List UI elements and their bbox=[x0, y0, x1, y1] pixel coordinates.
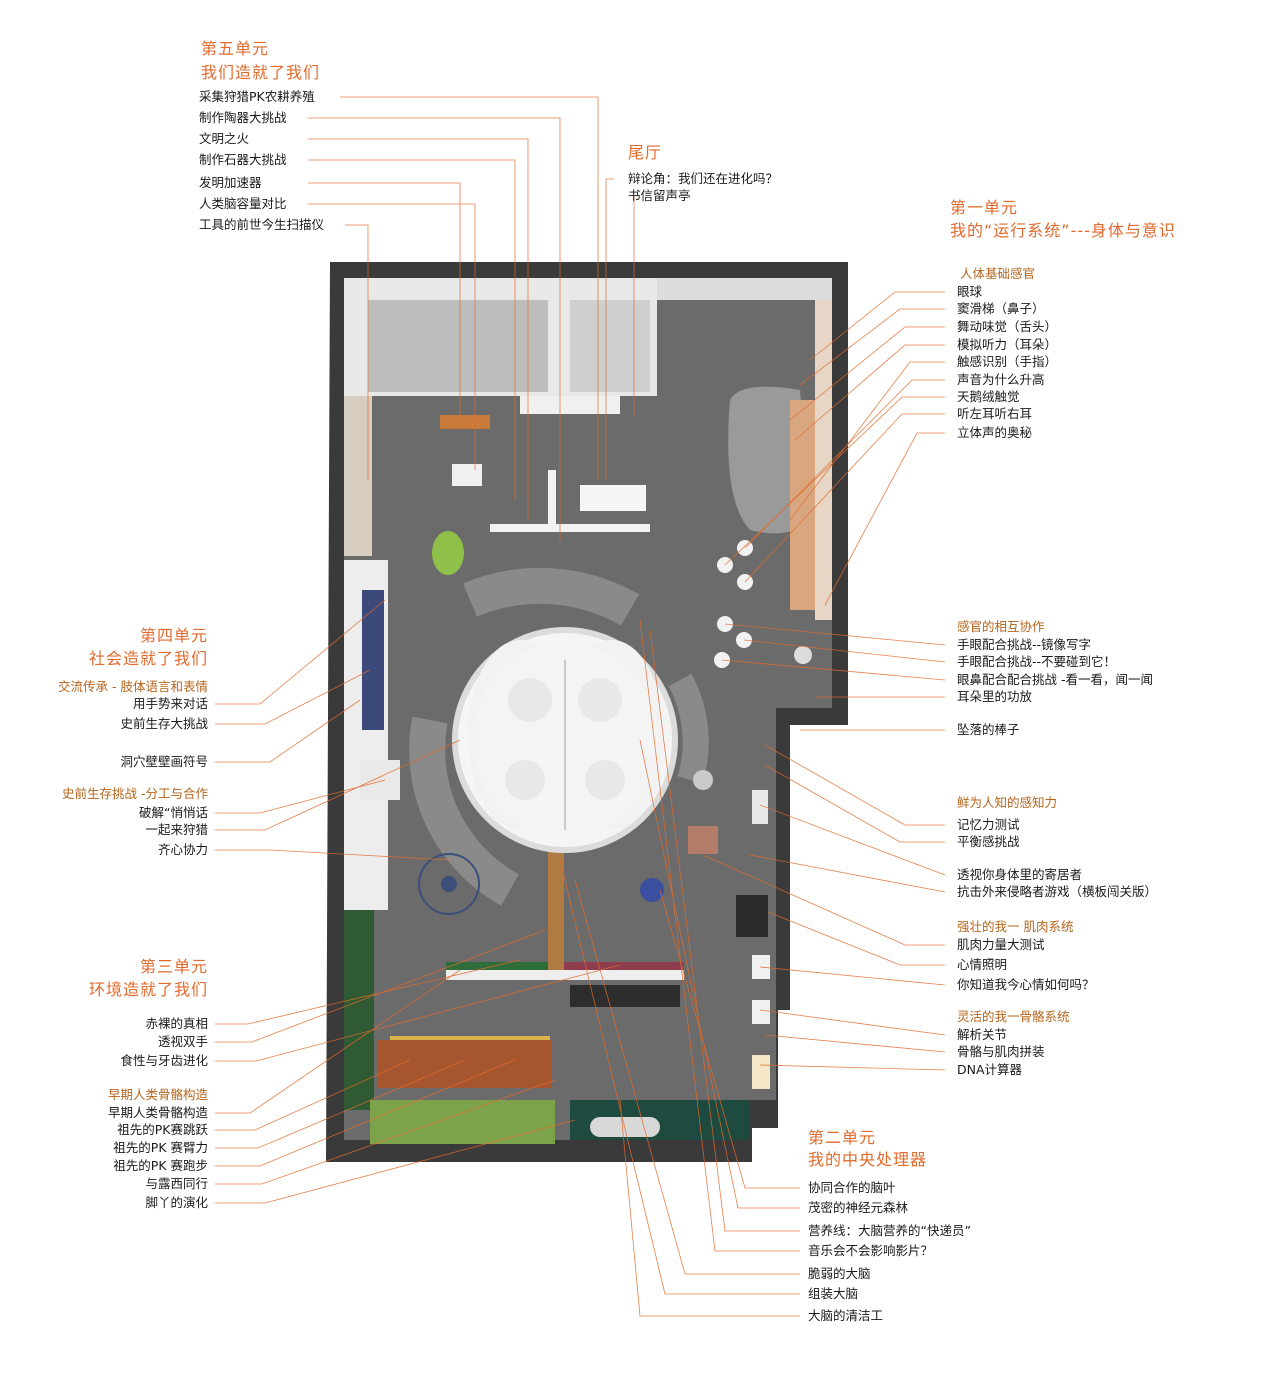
unit1-group-heading: 人体基础感官 bbox=[960, 266, 1036, 281]
unit2-title-line1: 第二单元 bbox=[808, 1128, 877, 1147]
unit1-item: 窦滑梯（鼻子） bbox=[957, 301, 1045, 316]
unit3-title-line1: 第三单元 bbox=[139, 957, 208, 976]
unit3-item: 早期人类骨骼构造 bbox=[107, 1105, 208, 1120]
unit3-item: 赤裸的真相 bbox=[145, 1016, 208, 1031]
unit2-item: 音乐会不会影响影片？ bbox=[808, 1243, 934, 1258]
unit4-item: 洞穴壁壁画符号 bbox=[120, 754, 208, 769]
unit1-item: 手眼配合挑战--不要碰到它！ bbox=[957, 654, 1117, 669]
unit1-item: 天鹅绒触觉 bbox=[957, 389, 1020, 404]
tail-hall-title: 尾厅 bbox=[628, 143, 663, 162]
unit3-item: 透视双手 bbox=[157, 1034, 208, 1049]
unit1-item: 透视你身体里的寄居者 bbox=[957, 867, 1083, 882]
unit2-item: 组装大脑 bbox=[808, 1286, 859, 1301]
unit2-item: 脆弱的大脑 bbox=[808, 1266, 871, 1281]
unit1-group-heading: 感官的相互协作 bbox=[957, 619, 1045, 634]
unit1-item: 解析关节 bbox=[957, 1027, 1008, 1042]
jungle-mural bbox=[344, 910, 374, 1110]
unit1-item: 眼球 bbox=[957, 284, 983, 299]
unit5-item: 采集狩猎PK农耕养殖 bbox=[199, 89, 315, 104]
unit1-item: 心情照明 bbox=[957, 957, 1008, 972]
unit5-title-line1: 第五单元 bbox=[201, 39, 270, 58]
unit4-title-line1: 第四单元 bbox=[139, 626, 208, 645]
tail-hall-item: 辩论角：我们还在进化吗？ bbox=[628, 171, 779, 186]
unit5-item: 工具的前世今生扫描仪 bbox=[199, 217, 325, 232]
unit4-item: 史前生存大挑战 bbox=[120, 716, 208, 731]
unit5-item: 人类脑容量对比 bbox=[199, 196, 287, 211]
unit3-item: 脚丫的演化 bbox=[145, 1195, 208, 1210]
unit1-item: 听左耳听右耳 bbox=[957, 406, 1033, 421]
unit1-title-line1: 第一单元 bbox=[950, 198, 1019, 217]
unit5-title-line2: 我们造就了我们 bbox=[201, 63, 321, 82]
unit3-item: 祖先的PK 赛臂力 bbox=[113, 1140, 208, 1155]
unit1-item: 记忆力测试 bbox=[957, 817, 1020, 832]
unit3-item: 食性与牙齿进化 bbox=[120, 1053, 208, 1068]
unit1-item: 肌肉力量大测试 bbox=[957, 937, 1045, 952]
unit3-item: 祖先的PK赛跳跃 bbox=[117, 1122, 208, 1137]
unit1-group-heading: 鲜为人知的感知力 bbox=[957, 795, 1058, 810]
unit3-item: 与露西同行 bbox=[145, 1176, 208, 1191]
unit1-item: 坠落的棒子 bbox=[957, 722, 1020, 737]
unit1-group-heading: 灵活的我一骨骼系统 bbox=[957, 1009, 1070, 1024]
unit1-item: DNA计算器 bbox=[957, 1062, 1023, 1077]
giant-brain-model bbox=[468, 640, 664, 838]
unit1-item: 眼鼻配合配合挑战 -看一看，闻一闻 bbox=[957, 672, 1153, 687]
unit1-item: 手眼配合挑战--镜像写字 bbox=[957, 637, 1092, 652]
unit1-item: 平衡感挑战 bbox=[957, 834, 1020, 849]
unit1-item: 你知道我今心情如何吗？ bbox=[957, 977, 1095, 992]
unit5-item: 文明之火 bbox=[199, 131, 250, 146]
unit1-item: 立体声的奥秘 bbox=[957, 425, 1033, 440]
unit4-title-line2: 社会造就了我们 bbox=[88, 649, 208, 668]
unit3-title-line2: 环境造就了我们 bbox=[88, 980, 208, 999]
unit2-item: 茂密的神经元森林 bbox=[808, 1200, 909, 1215]
unit1-item: 骨骼与肌肉拼装 bbox=[957, 1044, 1045, 1059]
unit4-item: 破解“悄悄话 bbox=[139, 805, 208, 820]
unit3-item: 祖先的PK 赛跑步 bbox=[113, 1158, 208, 1173]
unit1-item: 模拟听力（耳朵） bbox=[957, 337, 1058, 352]
left-display-wall bbox=[344, 396, 372, 556]
unit4-group-heading: 史前生存挑战 -分工与合作 bbox=[62, 786, 208, 801]
skeleton-display bbox=[378, 1040, 552, 1088]
unit4-group-heading: 交流传承 - 肢体语言和表情 bbox=[58, 679, 208, 694]
unit5-item: 发明加速器 bbox=[199, 175, 262, 190]
unit2-title-line2: 我的中央处理器 bbox=[808, 1150, 928, 1169]
unit4-item: 一起来狩猎 bbox=[145, 822, 208, 837]
unit4-item: 齐心协力 bbox=[157, 842, 208, 857]
unit1-title-line2: 我的“运行系统”---身体与意识 bbox=[950, 221, 1176, 240]
unit1-group-heading: 强壮的我一 肌肉系统 bbox=[957, 919, 1074, 934]
unit1-item: 抗击外来侵略者游戏（横板闯关版） bbox=[957, 884, 1158, 899]
unit1-item: 触感识别（手指） bbox=[957, 354, 1058, 369]
tail-hall-item: 书信留声亭 bbox=[628, 188, 691, 203]
unit2-item: 大脑的清洁工 bbox=[808, 1308, 884, 1323]
unit5-item: 制作石器大挑战 bbox=[199, 152, 287, 167]
unit1-item: 耳朵里的功放 bbox=[957, 689, 1033, 704]
unit1-item: 声音为什么升高 bbox=[957, 372, 1045, 387]
unit4-item: 用手势来对话 bbox=[132, 696, 208, 711]
unit5-item: 制作陶器大挑战 bbox=[199, 110, 287, 125]
unit2-item: 协同合作的脑叶 bbox=[808, 1180, 896, 1195]
unit2-item: 营养线：大脑营养的“快递员” bbox=[808, 1223, 971, 1238]
unit1-item: 舞动味觉（舌头） bbox=[957, 319, 1058, 334]
unit3-group-heading: 早期人类骨骼构造 bbox=[107, 1087, 208, 1102]
